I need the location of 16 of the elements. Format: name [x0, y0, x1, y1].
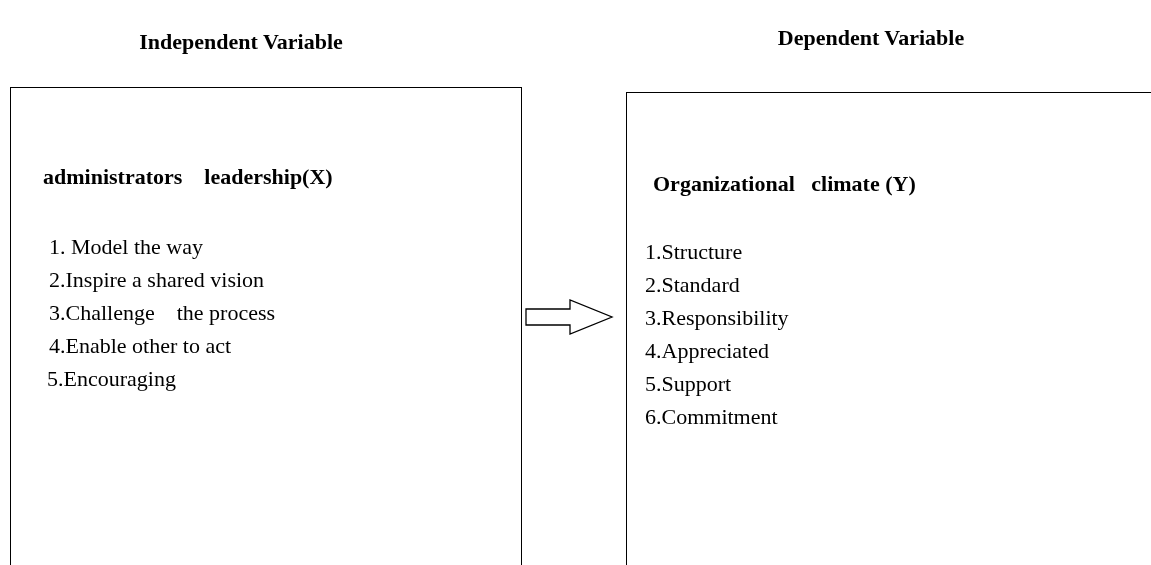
box-heading: administrators leadership(X) [43, 164, 333, 190]
column-heading: Dependent Variable [777, 25, 965, 51]
box-heading: Organizational climate (Y) [653, 171, 916, 197]
list-item: 1.Structure [645, 239, 743, 265]
list-item: 1. Model the way [49, 234, 203, 260]
list-item: 3.Challenge the process [49, 300, 276, 326]
list-item: 2.Inspire a shared vision [49, 267, 265, 293]
list-item: 5.Support [645, 371, 732, 397]
list-item: 6.Commitment [645, 404, 778, 430]
list-item: 4.Appreciated [645, 338, 769, 364]
list-item: 5.Encouraging [47, 366, 176, 392]
list-item: 3.Responsibility [645, 305, 789, 331]
column-heading: Independent Variable [139, 29, 343, 55]
list-item: 4.Enable other to act [49, 333, 232, 359]
block-arrow [525, 299, 614, 335]
list-item: 2.Standard [645, 272, 740, 298]
